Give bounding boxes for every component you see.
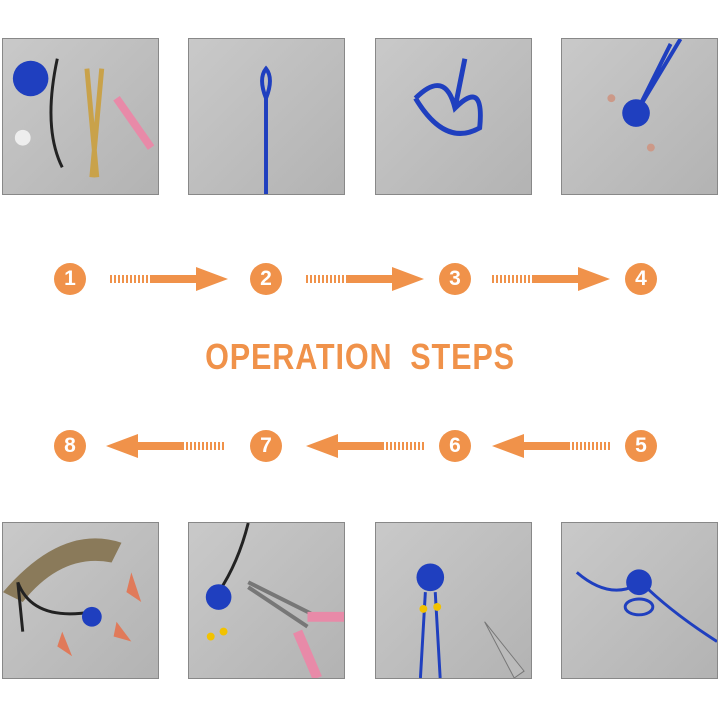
step-7-photo <box>188 522 345 679</box>
step-1-photo <box>2 38 159 195</box>
step-7-badge: 7 <box>250 430 282 462</box>
arrow-left-icon <box>106 434 224 458</box>
step-3-badge: 3 <box>439 263 471 295</box>
step-4-badge: 4 <box>625 263 657 295</box>
arrow-right-icon <box>306 267 424 291</box>
step-8-photo <box>2 522 159 679</box>
step-1-badge: 1 <box>54 263 86 295</box>
step-4-photo <box>561 38 718 195</box>
title: OPERATION STEPS <box>205 336 515 377</box>
step-6-photo <box>375 522 532 679</box>
step-8-badge: 8 <box>54 430 86 462</box>
arrow-left-icon <box>306 434 424 458</box>
step-3-photo <box>375 38 532 195</box>
arrow-right-icon <box>110 267 228 291</box>
arrow-left-icon <box>492 434 610 458</box>
step-5-photo <box>561 522 718 679</box>
step-2-photo <box>188 38 345 195</box>
arrow-right-icon <box>492 267 610 291</box>
step-2-badge: 2 <box>250 263 282 295</box>
step-6-badge: 6 <box>439 430 471 462</box>
step-5-badge: 5 <box>625 430 657 462</box>
